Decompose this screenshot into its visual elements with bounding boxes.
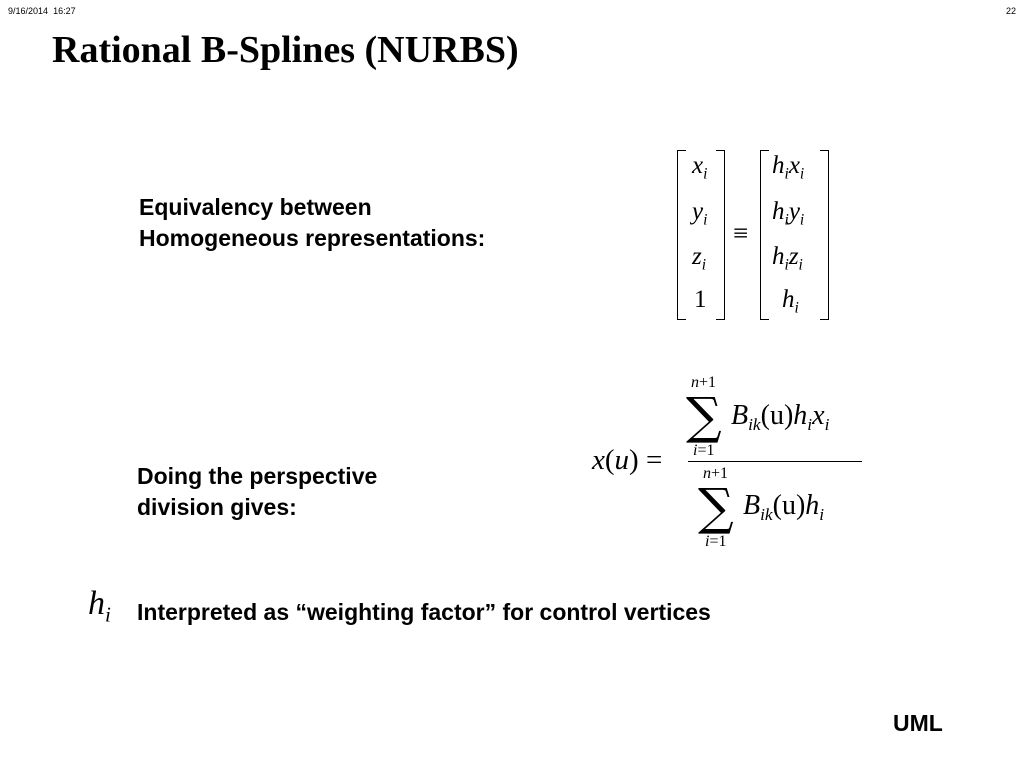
perspective-label: Doing the perspective division gives:: [137, 461, 377, 523]
right-vector-entry: hizi: [772, 243, 803, 274]
denominator-sum-symbol: ∑: [698, 478, 734, 536]
right-vector-entry: hiyi: [772, 198, 805, 229]
left-vector-entry: yi: [692, 198, 708, 229]
equivalency-line1: Equivalency between: [139, 194, 372, 220]
numerator-sum-symbol: ∑: [686, 387, 722, 445]
numerator-upper-limit: n+1: [691, 374, 717, 391]
left-vector-bracket-close: [716, 150, 725, 320]
formula-lhs: x(u) =: [592, 444, 663, 476]
footer-label: UML: [893, 710, 943, 736]
fraction-bar: [688, 461, 862, 462]
denominator-upper-limit: n+1: [703, 465, 729, 482]
weight-description: Interpreted as “weighting factor” for co…: [137, 599, 711, 625]
weight-symbol: hi: [88, 585, 111, 627]
header-date: 9/16/2014 16:27: [8, 6, 76, 16]
left-vector-entry: zi: [692, 243, 707, 274]
left-vector-bracket-open: [677, 150, 686, 320]
equivalence-operator: ≡: [733, 218, 749, 248]
denominator-lower-limit: i=1: [705, 533, 727, 550]
page-number: 22: [1006, 6, 1017, 16]
perspective-line2: division gives:: [137, 494, 297, 520]
right-vector-entry: hixi: [772, 152, 805, 183]
right-vector-entry: hi: [782, 286, 799, 317]
right-vector-bracket-close: [820, 150, 829, 320]
right-vector-bracket-open: [760, 150, 769, 320]
denominator-term: Bik(u)hi: [743, 490, 825, 525]
numerator-term: Bik(u)hixi: [731, 400, 830, 435]
numerator-lower-limit: i=1: [693, 442, 715, 459]
perspective-line1: Doing the perspective: [137, 463, 378, 489]
page-title: Rational B-Splines (NURBS): [52, 29, 519, 71]
left-vector-entry: 1: [694, 286, 707, 313]
time-text: 16:27: [53, 6, 76, 16]
equivalency-line2: Homogeneous representations:: [139, 225, 486, 251]
left-vector-entry: xi: [692, 152, 708, 183]
date-text: 9/16/2014: [8, 6, 49, 16]
equivalency-label: Equivalency between Homogeneous represen…: [139, 192, 485, 254]
